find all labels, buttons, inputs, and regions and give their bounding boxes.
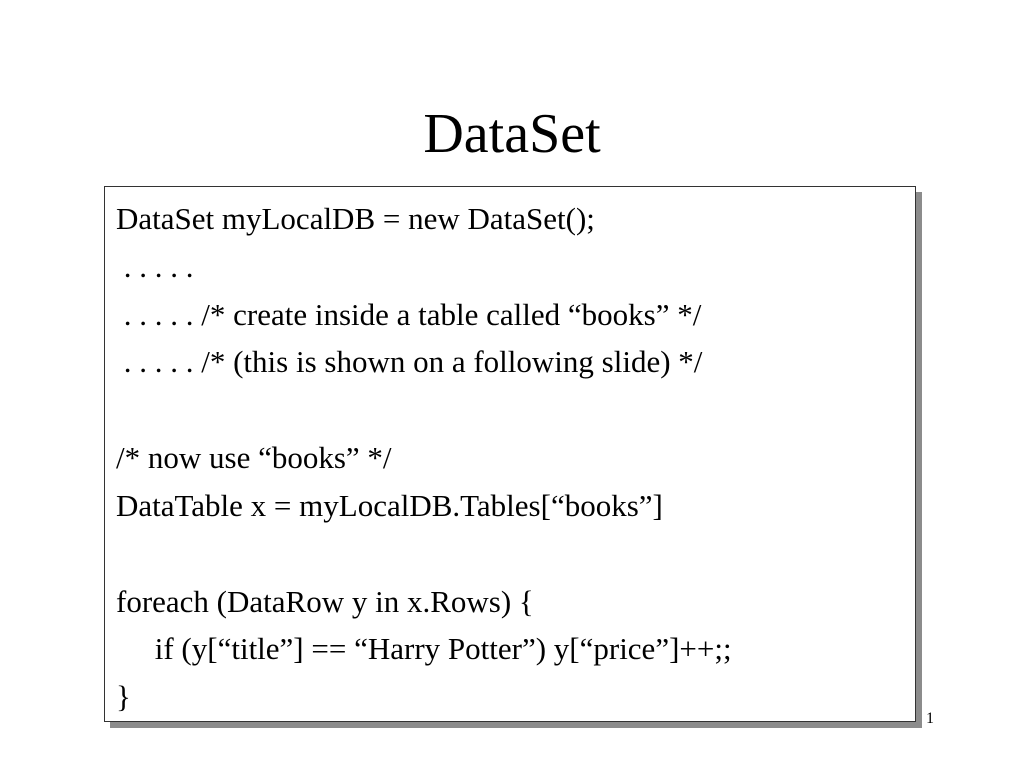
code-line: . . . . . /* (this is shown on a followi…	[116, 344, 703, 379]
slide-title: DataSet	[423, 103, 601, 165]
code-line: /* now use “books” */	[116, 440, 392, 475]
code-line: DataTable x = myLocalDB.Tables[“books”]	[116, 488, 663, 523]
page-number: 1	[926, 710, 934, 727]
code-line: DataSet myLocalDB = new DataSet();	[116, 201, 595, 236]
code-line: if (y[“title”] == “Harry Potter”) y[“pri…	[116, 631, 732, 666]
code-line: . . . . .	[116, 249, 194, 284]
code-line: foreach (DataRow y in x.Rows) {	[116, 584, 534, 619]
code-line: . . . . . /* create inside a table calle…	[116, 297, 702, 332]
code-line: }	[116, 679, 131, 714]
code-box: DataSet myLocalDB = new DataSet(); . . .…	[104, 186, 916, 722]
